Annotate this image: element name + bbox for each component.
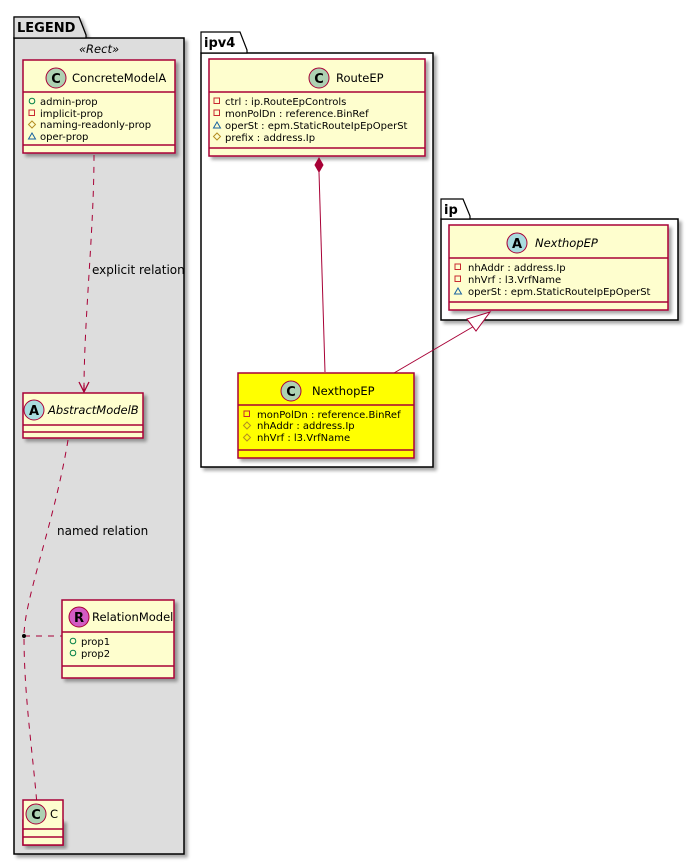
class-c-icon <box>308 67 330 89</box>
abstract-a-icon <box>23 399 45 421</box>
class-nexthop-ep-ip[interactable]: A NexthopEP nhAddr : address.Ip nhVrf : … <box>448 224 669 311</box>
protected-icon <box>212 132 222 141</box>
attribute: implicit-prop <box>40 109 103 120</box>
attribute: monPolDn : reference.BinRef <box>257 410 401 421</box>
class-kind-letter: C <box>31 808 41 823</box>
package-icon <box>453 287 463 295</box>
class-concrete-model-a[interactable]: C ConcreteModelA admin-prop implicit-pro… <box>22 59 176 154</box>
class-kind-letter: C <box>51 72 61 87</box>
package-name: LEGEND <box>17 21 76 36</box>
class-name: ConcreteModelA <box>72 71 166 85</box>
attribute: admin-prop <box>40 97 98 108</box>
public-icon <box>69 637 77 645</box>
private-icon <box>28 109 35 116</box>
class-abstract-model-b[interactable]: A AbstractModelB <box>22 392 144 439</box>
arrow-head-icon <box>78 381 90 394</box>
relation-r-icon <box>68 606 90 628</box>
protected-icon <box>242 433 252 442</box>
public-icon <box>28 97 36 105</box>
attribute: prop1 <box>81 637 110 648</box>
class-kind-letter: A <box>29 404 39 419</box>
class-c-icon <box>45 67 67 89</box>
class-name: C <box>50 807 58 821</box>
composition-diamond-icon <box>314 156 324 174</box>
class-name: AbstractModelB <box>47 403 139 417</box>
package-stereotype: «Rect» <box>79 42 119 56</box>
protected-icon <box>27 120 37 129</box>
private-icon <box>454 275 461 282</box>
package-name: ip <box>444 203 458 218</box>
attribute: oper-prop <box>40 132 88 143</box>
public-icon <box>69 649 77 657</box>
class-c-icon <box>25 803 47 825</box>
attribute: nhVrf : l3.VrfName <box>468 275 561 286</box>
association-point-icon <box>22 634 26 638</box>
class-name: RelationModel <box>92 610 173 624</box>
class-route-ep[interactable]: C RouteEP ctrl : ip.RouteEpControls monP… <box>208 58 426 157</box>
relation-inheritance[interactable] <box>393 311 492 374</box>
private-icon <box>213 97 220 104</box>
class-kind-letter: C <box>314 72 324 87</box>
attribute: nhVrf : l3.VrfName <box>257 433 350 444</box>
relation-label: named relation <box>57 524 148 538</box>
relation-composition[interactable] <box>314 156 326 373</box>
class-kind-letter: A <box>512 237 522 252</box>
attribute: nhAddr : address.Ip <box>468 263 566 274</box>
class-name: NexthopEP <box>312 384 375 398</box>
class-c-icon <box>280 380 302 402</box>
package-icon <box>27 132 37 140</box>
generalization-arrow-icon <box>466 311 492 332</box>
class-name: NexthopEP <box>535 236 598 250</box>
class-nexthop-ep-ipv4[interactable]: C NexthopEP monPolDn : reference.BinRef … <box>237 372 415 459</box>
private-icon <box>213 109 220 116</box>
private-icon <box>454 263 461 270</box>
class-kind-letter: R <box>74 611 84 626</box>
relation-explicit[interactable]: explicit relation <box>78 154 185 394</box>
attribute: operSt : epm.StaticRouteIpEpOperSt <box>468 287 651 298</box>
relation-label: explicit relation <box>92 263 185 277</box>
package-legend[interactable]: LEGEND «Rect» <box>13 16 185 855</box>
attribute: ctrl : ip.RouteEpControls <box>225 97 346 108</box>
attribute: naming-readonly-prop <box>40 120 151 131</box>
attribute: monPolDn : reference.BinRef <box>225 109 369 120</box>
class-c-body[interactable]: C C <box>22 799 64 846</box>
attribute: prop2 <box>81 649 110 660</box>
relation-named[interactable]: named relation <box>22 439 148 821</box>
class-name: RouteEP <box>336 71 384 85</box>
attribute: operSt : epm.StaticRouteIpEpOperSt <box>225 121 408 132</box>
package-name: ipv4 <box>204 36 235 51</box>
class-relation-model[interactable]: R RelationModel prop1 prop2 <box>61 599 175 679</box>
class-kind-letter: C <box>286 385 296 400</box>
package-icon <box>212 121 222 129</box>
private-icon <box>243 410 250 417</box>
attribute: prefix : address.Ip <box>225 133 315 144</box>
attribute: nhAddr : address.Ip <box>257 421 355 432</box>
protected-icon <box>242 421 252 430</box>
abstract-a-icon <box>506 232 528 254</box>
